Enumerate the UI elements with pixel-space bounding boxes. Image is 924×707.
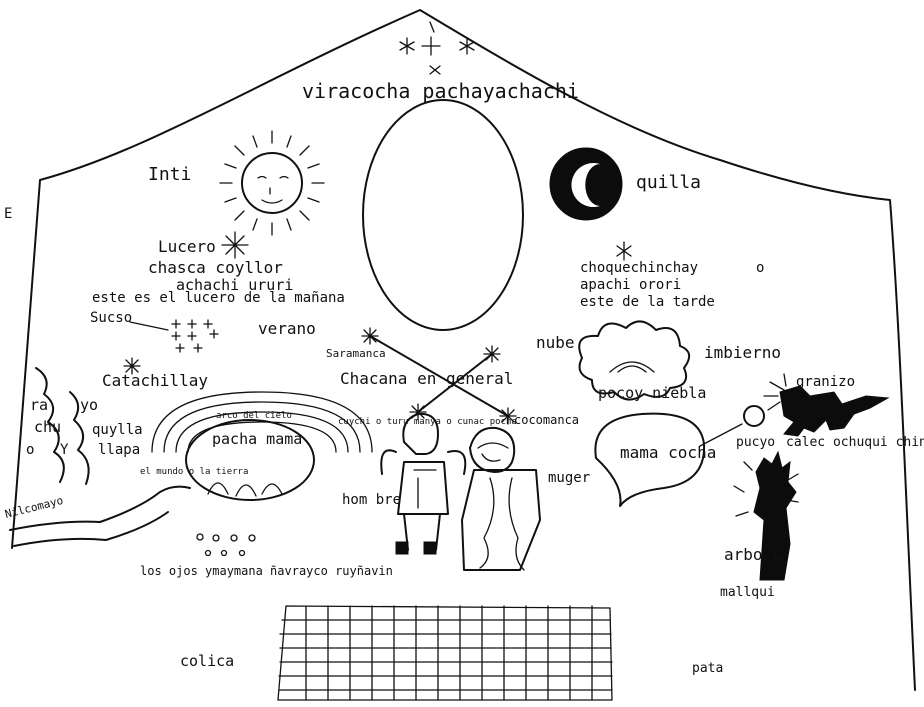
- label-nilcomayo: Nilcomayo: [4, 494, 65, 521]
- label-inti: Inti: [148, 164, 191, 185]
- chacana-cross: [369, 335, 509, 417]
- label-lucero-manana: este es el lucero de la mañana: [92, 290, 345, 306]
- earth-hills: [207, 482, 283, 497]
- label-cocomanca: cocomanca: [514, 413, 579, 427]
- label-yllapa-o: o: [26, 442, 34, 458]
- label-cuychi: cuychi o turu manya o cunac pocha: [338, 417, 517, 427]
- label-chacana: Chacana en general: [340, 369, 513, 388]
- label-yo: yo: [80, 396, 98, 414]
- label-imbierno: imbierno: [704, 343, 781, 362]
- sun-icon: [219, 130, 325, 236]
- river-nilcomayo: [9, 485, 191, 547]
- label-achachi: achachi ururi: [176, 276, 293, 294]
- label-viracocha: viracocha pachayachachi: [302, 79, 579, 103]
- label-pata: pata: [692, 661, 723, 676]
- label-el-mundo: el mundo o la tierra: [140, 467, 248, 477]
- lucero-star-icon: [221, 231, 249, 259]
- tree-icon: [733, 450, 799, 581]
- label-chasca: chasca coyllor: [148, 258, 283, 277]
- field-grid: [277, 605, 613, 701]
- label-lucero: Lucero: [158, 237, 216, 256]
- label-colica: colica: [180, 652, 234, 670]
- label-apachi: apachi orori: [580, 277, 681, 293]
- label-nube: nube: [536, 333, 575, 352]
- label-arco: arco del cielo: [216, 411, 292, 421]
- label-ra: ra: [30, 396, 48, 414]
- label-sucso: Sucso: [90, 310, 132, 326]
- woman-figure-icon: [461, 426, 541, 571]
- sucso-stars-icon: [171, 319, 219, 353]
- label-granizo: granizo: [796, 374, 855, 390]
- label-mama-cocha: mama cocha: [620, 443, 716, 462]
- label-choqui: choquechinchay: [580, 260, 698, 276]
- label-arbol: arbo L: [724, 545, 782, 564]
- edge-letter: E: [4, 206, 12, 222]
- lightning-right-icon: [69, 391, 90, 485]
- pacha-mama-oval: [185, 419, 315, 501]
- top-stars-icon: [399, 21, 475, 75]
- label-ojos: los ojos ymaymana ñavrayco ruyñavin: [140, 564, 393, 578]
- label-tarde: este de la tarde: [580, 294, 715, 310]
- chacana-stars-icon: [361, 327, 517, 425]
- label-pacha-mama: pacha mama: [212, 430, 302, 448]
- lightning-left-icon: [35, 367, 65, 483]
- label-pocoy: pocoy niebla: [598, 384, 706, 402]
- label-saramanca: Saramanca: [326, 347, 386, 360]
- eyes-icon: [196, 533, 256, 557]
- label-mallqui: mallqui: [720, 585, 775, 600]
- label-hombre: hom bre: [342, 492, 401, 508]
- temple-outline: [11, 9, 916, 691]
- hail-icon: [763, 373, 890, 437]
- label-quylla: quylla: [92, 422, 143, 438]
- cloud-icon: [578, 320, 691, 401]
- label-calec: calec ochuqui chinchay: [786, 435, 924, 450]
- label-o-choqui: o: [756, 260, 764, 276]
- central-oval: [362, 99, 524, 331]
- label-quilla: quilla: [636, 172, 701, 193]
- label-llapa: llapa: [98, 442, 140, 458]
- choque-star-icon: [616, 241, 632, 261]
- label-verano: verano: [258, 319, 316, 338]
- sucso-line: [129, 321, 169, 331]
- catachillay-star-icon: [123, 357, 141, 375]
- label-catachillay: Catachillay: [102, 371, 208, 390]
- moon-icon: [549, 147, 623, 221]
- man-figure-icon: [380, 412, 467, 555]
- label-pucyo: pucyo: [736, 435, 775, 450]
- pucyo-line: [699, 423, 743, 447]
- label-chu: chu: [34, 418, 61, 436]
- label-muger: muger: [548, 470, 590, 486]
- mama-cocha-shape: [594, 412, 706, 507]
- cloud-inner: [609, 361, 655, 373]
- rainbow-icon: [151, 391, 373, 453]
- pucyo-circle: [743, 405, 765, 427]
- label-yllapa-y: Y: [60, 442, 69, 458]
